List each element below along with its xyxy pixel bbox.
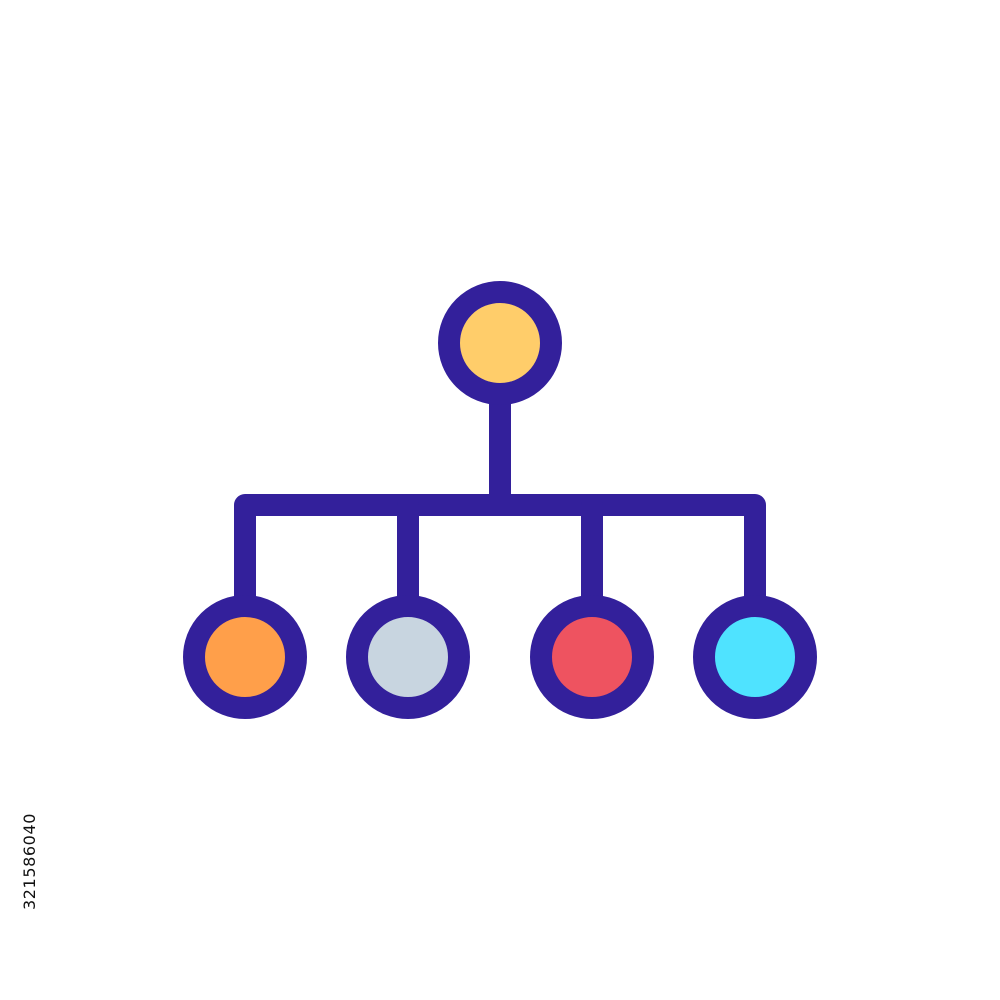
child-node-3	[530, 595, 654, 719]
child-node-2	[346, 595, 470, 719]
stock-id-label: 321586040	[20, 760, 42, 910]
root-node	[438, 281, 562, 405]
connectors	[234, 393, 766, 611]
branch-bar-line	[234, 494, 766, 611]
child-node-4	[693, 595, 817, 719]
stock-id-text: 321586040	[20, 812, 39, 910]
child-node-1	[183, 595, 307, 719]
